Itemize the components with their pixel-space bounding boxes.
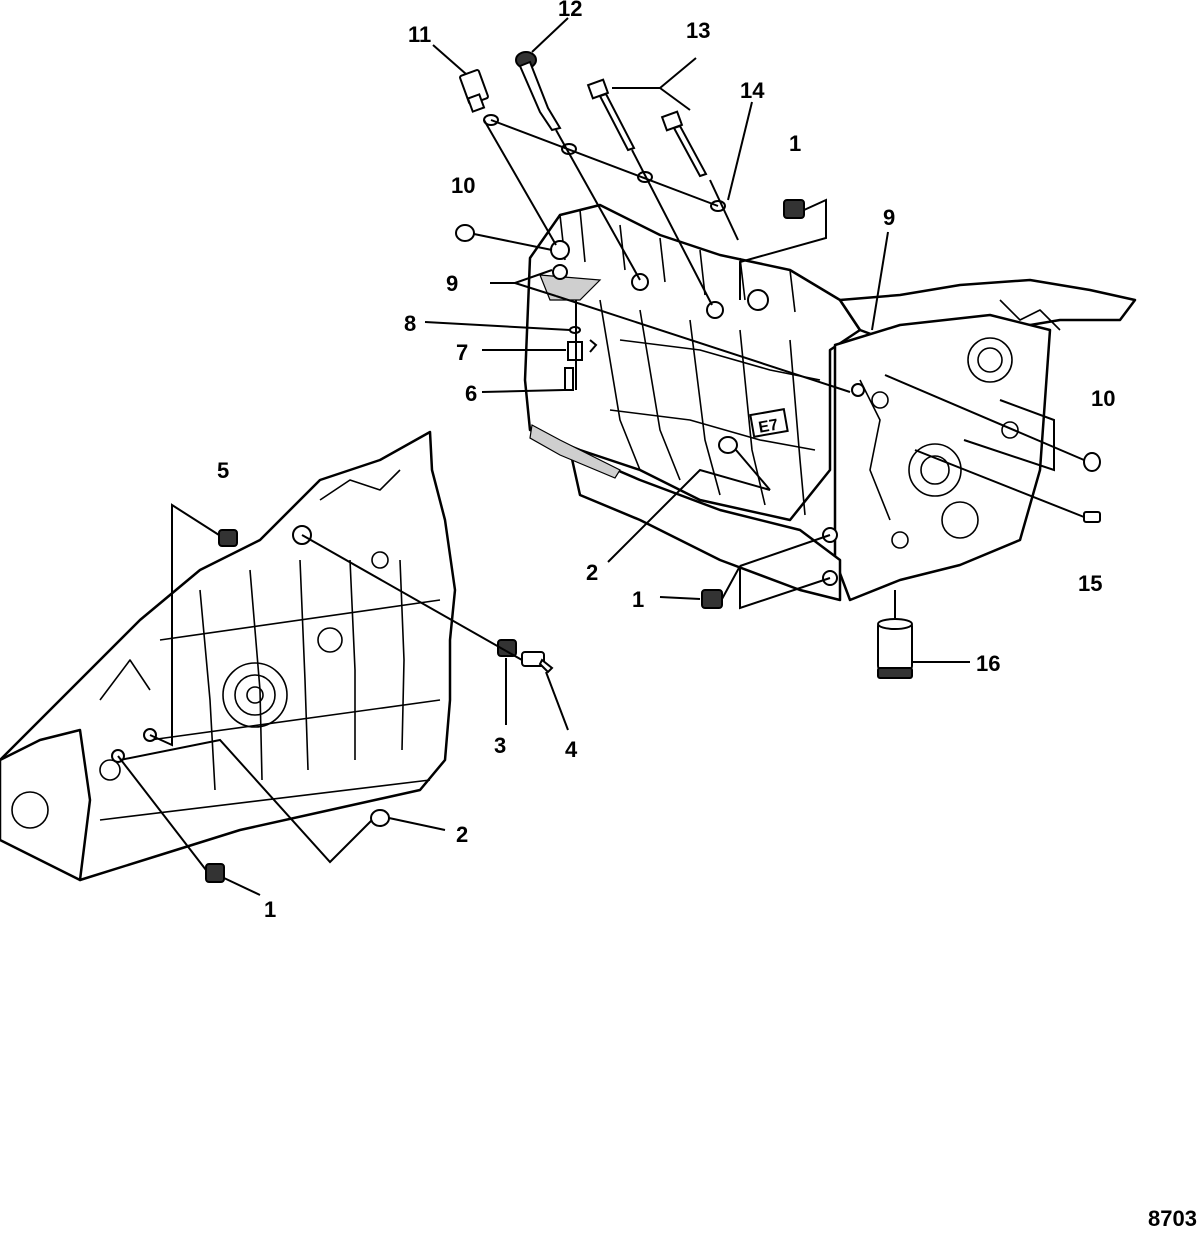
plug-1a	[783, 199, 805, 219]
callout-14: 14	[740, 78, 765, 103]
callout-10: 10	[1091, 386, 1115, 411]
svg-text:E7: E7	[757, 417, 779, 437]
bolt-13a	[586, 78, 636, 152]
fitting-11	[459, 69, 489, 113]
callout-labels: 11 12 13 14 1 10 9 9 8 7 6 10 15 2 1 16 …	[217, 0, 1115, 922]
lower-engine-block	[0, 430, 457, 882]
plug-10a	[455, 224, 475, 242]
callout-9: 9	[446, 271, 458, 296]
callout-3: 3	[494, 733, 506, 758]
callout-1: 1	[632, 587, 644, 612]
plug-2b	[370, 809, 390, 827]
filter-16	[877, 618, 913, 679]
callout-15: 15	[1078, 571, 1102, 596]
callout-4: 4	[565, 737, 578, 762]
callout-9: 9	[883, 205, 895, 230]
callout-2: 2	[456, 822, 468, 847]
callout-11: 11	[408, 22, 431, 47]
upper-engine-block: E7	[523, 203, 1137, 602]
plug-2a	[718, 436, 738, 454]
sensor-12	[515, 51, 562, 132]
callout-2: 2	[586, 560, 598, 585]
callout-13: 13	[686, 18, 710, 43]
bolt-6	[564, 367, 574, 391]
callout-10: 10	[451, 173, 475, 198]
pin-15	[1083, 511, 1101, 523]
leader-lines	[117, 17, 1085, 896]
callout-1: 1	[264, 897, 276, 922]
bolt-13b	[660, 110, 708, 178]
plug-1b	[701, 589, 723, 609]
figure-number: 8703	[1148, 1206, 1197, 1231]
callout-5: 5	[217, 458, 229, 483]
callout-7: 7	[456, 340, 468, 365]
nut-3	[497, 639, 517, 657]
parts	[205, 51, 1101, 883]
plug-1c	[205, 863, 225, 883]
sensor-4	[521, 651, 554, 674]
callout-1: 1	[789, 131, 801, 156]
callout-6: 6	[465, 381, 477, 406]
callout-16: 16	[976, 651, 1000, 676]
plug-10b	[1083, 452, 1101, 472]
callout-12: 12	[558, 0, 582, 21]
callout-8: 8	[404, 311, 416, 336]
plug-5	[218, 529, 238, 547]
